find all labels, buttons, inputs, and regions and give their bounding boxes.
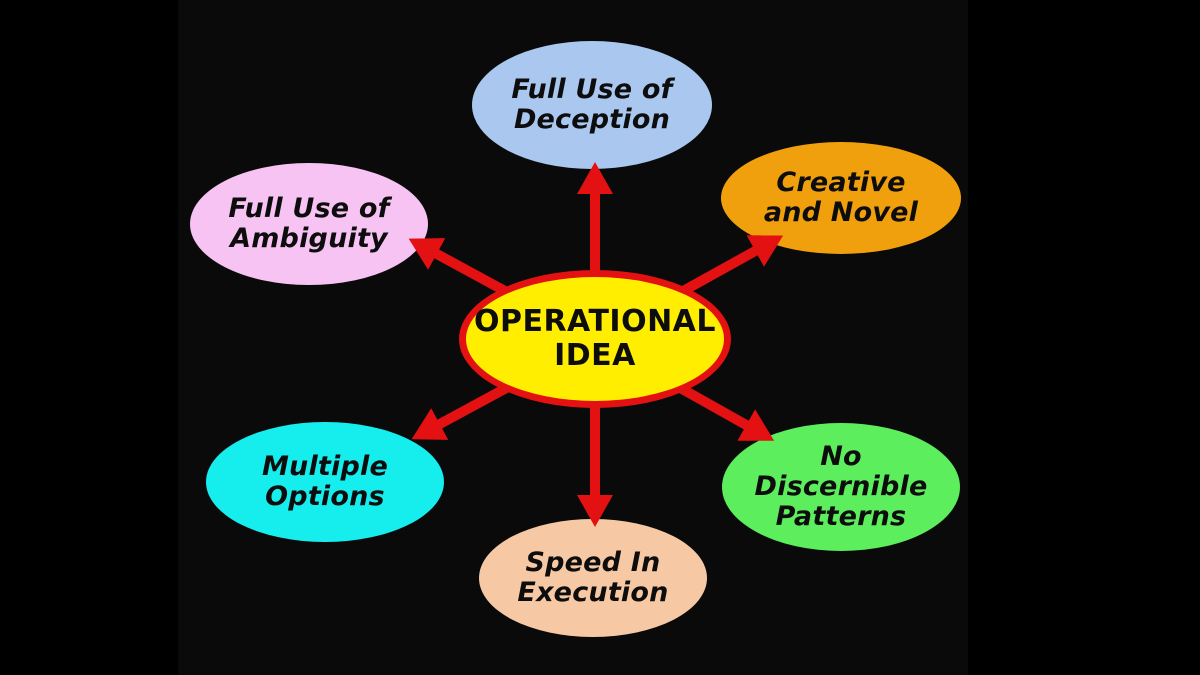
node-full-use-of-ambiguity: Full Use of Ambiguity <box>190 163 428 285</box>
node-label: Creative and Novel <box>763 167 919 228</box>
node-speed-in-execution: Speed In Execution <box>479 519 707 637</box>
center-node-label: OPERATIONAL IDEA <box>473 304 717 373</box>
node-label: Full Use of Deception <box>511 74 673 135</box>
node-multiple-options: Multiple Options <box>206 422 444 542</box>
node-full-use-of-deception: Full Use of Deception <box>472 41 712 169</box>
node-label: Speed In Execution <box>517 547 669 608</box>
node-no-discernible-patterns: No Discernible Patterns <box>722 423 960 551</box>
center-node-operational-idea: OPERATIONAL IDEA <box>459 270 731 408</box>
node-label: Full Use of Ambiguity <box>228 193 390 254</box>
node-label: Multiple Options <box>261 451 388 512</box>
node-label: No Discernible Patterns <box>754 441 928 532</box>
node-creative-and-novel: Creative and Novel <box>721 142 961 254</box>
